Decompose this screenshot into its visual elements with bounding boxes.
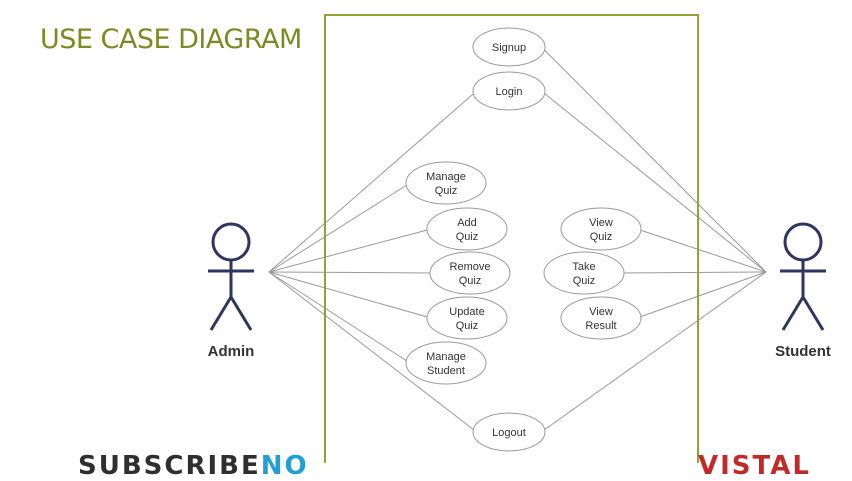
use-case-label: View <box>589 217 613 229</box>
use-case-label: Quiz <box>573 275 596 287</box>
actor-stick-figure-icon <box>208 222 254 331</box>
banner-right: VISTAL <box>698 451 811 481</box>
association-line-admin-manage-student <box>268 271 411 364</box>
banner-subscribe: SUBSCRIBENO <box>78 451 309 481</box>
banner-mid-text: NO <box>260 451 309 481</box>
association-line-admin-add-quiz <box>268 228 432 273</box>
use-case-ellipse <box>405 161 487 205</box>
use-case-label: View <box>589 306 613 318</box>
actors: Admin Student <box>208 222 831 360</box>
use-case-ellipse <box>472 27 546 67</box>
association-line-student-take-quiz <box>619 271 767 274</box>
use-case-ellipse <box>543 251 625 295</box>
use-case-diagram: SignupLoginManageQuizAddQuizRemoveQuizUp… <box>208 14 831 463</box>
use-case-label: Manage <box>426 351 466 363</box>
use-case-label: Signup <box>492 42 526 54</box>
page-title: USE CASE DIAGRAM <box>40 24 302 55</box>
association-line-student-logout <box>541 271 767 433</box>
use-case-label: Student <box>427 365 465 377</box>
use-case-label: Login <box>496 86 523 98</box>
association-line-admin-update-quiz <box>268 271 432 319</box>
use-case-label: Quiz <box>459 275 482 287</box>
use-case-ellipse <box>560 296 642 340</box>
banner-left-text: SUBSCRIBE <box>78 451 261 481</box>
actor-admin: Admin <box>208 222 255 360</box>
association-line-admin-login <box>268 90 477 273</box>
association-lines <box>268 46 767 433</box>
use-case-label: Quiz <box>435 185 458 197</box>
use-case-label: Result <box>585 320 616 332</box>
use-case-label: Quiz <box>590 231 613 243</box>
association-line-student-signup <box>541 46 767 273</box>
actor-stick-figure-icon <box>780 222 826 331</box>
actor-label: Student <box>775 343 831 360</box>
banner-right-text: VISTAL <box>698 451 811 481</box>
use-case-label: Manage <box>426 171 466 183</box>
use-case-label: Update <box>449 306 484 318</box>
use-case-ellipse <box>405 341 487 385</box>
association-line-student-view-quiz <box>636 228 767 273</box>
use-case-login: Login <box>472 71 546 111</box>
association-line-admin-logout <box>268 271 477 433</box>
actor-label: Admin <box>208 343 255 360</box>
use-case-ellipse <box>429 251 511 295</box>
use-case-ellipse <box>426 296 508 340</box>
use-case-ellipse <box>560 207 642 251</box>
use-case-signup: Signup <box>472 27 546 67</box>
use-case-label: Add <box>457 217 477 229</box>
use-case-ellipse <box>426 207 508 251</box>
use-case-ellipse <box>472 412 546 452</box>
association-line-student-view-result <box>636 271 767 319</box>
use-case-ellipse <box>472 71 546 111</box>
use-cases: SignupLoginManageQuizAddQuizRemoveQuizUp… <box>405 27 642 452</box>
system-boundary <box>324 14 699 463</box>
use-case-logout: Logout <box>472 412 546 452</box>
use-case-label: Quiz <box>456 320 479 332</box>
association-line-admin-manage-quiz <box>268 182 411 273</box>
use-case-label: Take <box>572 261 595 273</box>
use-case-label: Logout <box>492 427 526 439</box>
use-case-label: Quiz <box>456 231 479 243</box>
association-line-admin-remove-quiz <box>268 271 435 274</box>
use-case-label: Remove <box>450 261 491 273</box>
association-line-student-login <box>541 90 767 273</box>
actor-student: Student <box>775 222 831 360</box>
